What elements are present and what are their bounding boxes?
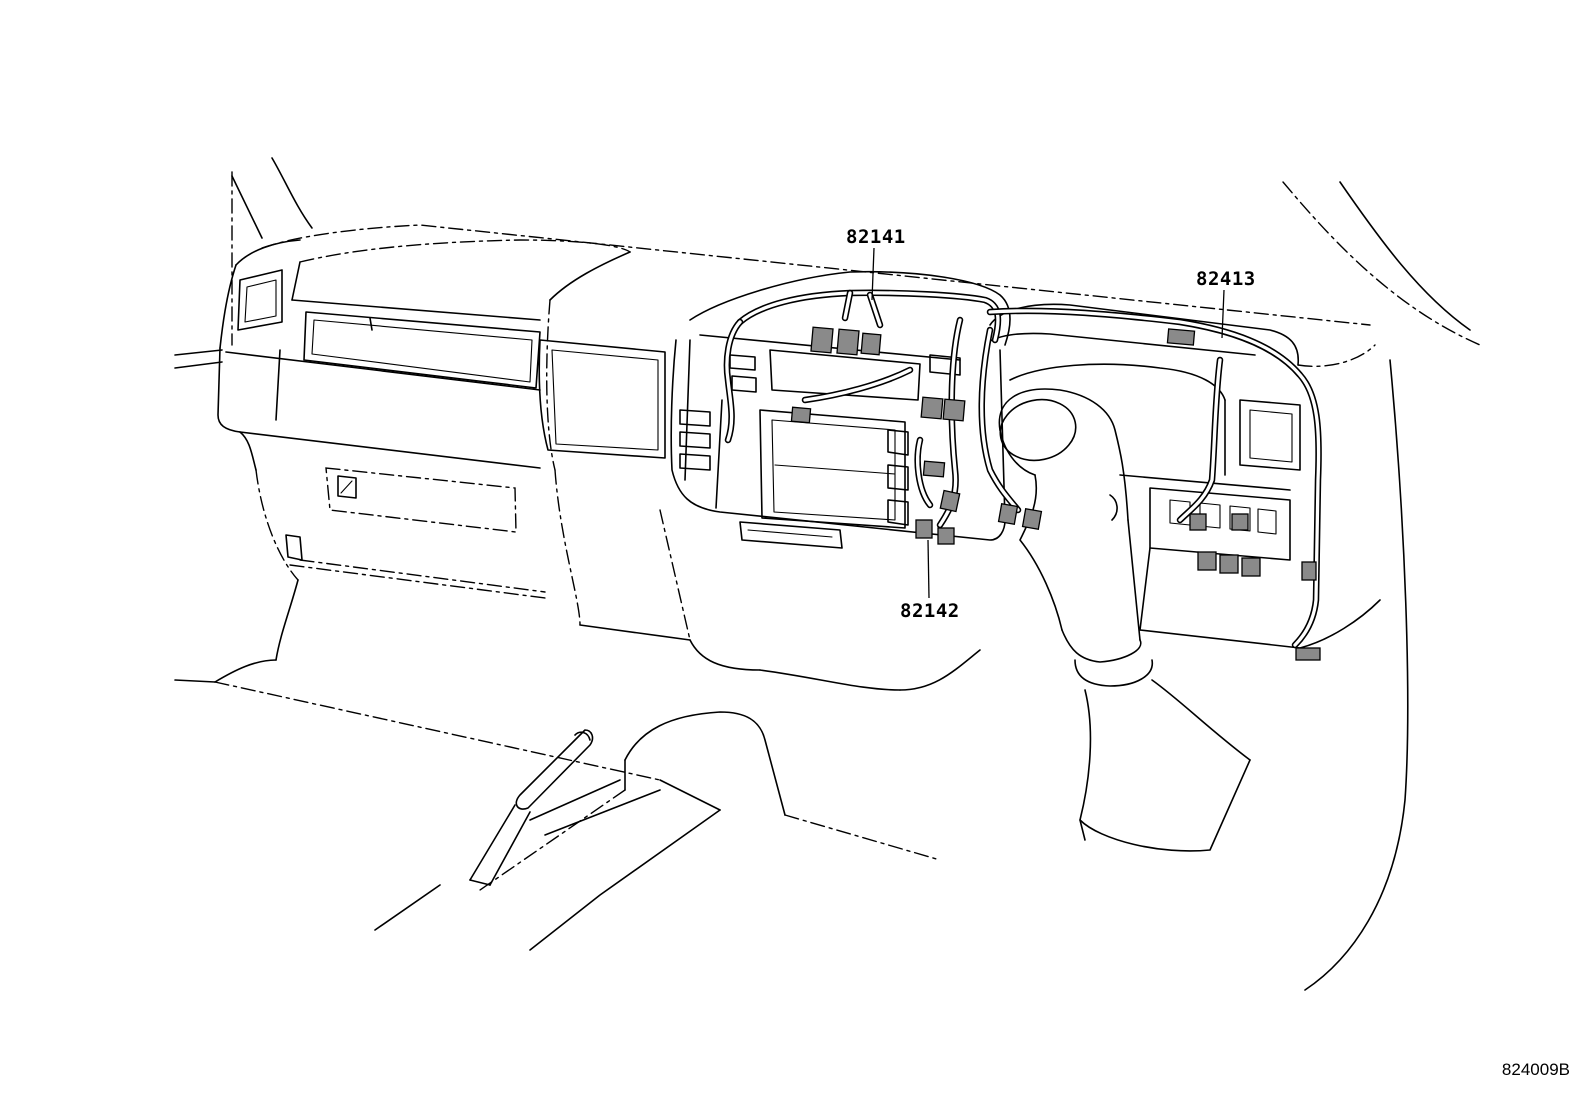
center-stack bbox=[538, 299, 981, 691]
callout-82141: 82141 bbox=[846, 226, 906, 248]
callout-leaders bbox=[871, 247, 1225, 599]
passenger-panel bbox=[217, 264, 541, 661]
glove-box-lower bbox=[285, 467, 546, 599]
steering-column bbox=[998, 388, 1251, 852]
left-air-vent bbox=[237, 269, 283, 331]
callout-82413: 82413 bbox=[1196, 268, 1256, 290]
leader-82413 bbox=[1221, 289, 1225, 339]
left-a-pillar bbox=[174, 157, 313, 369]
leader-82141 bbox=[871, 247, 875, 301]
leader-82142 bbox=[927, 539, 930, 599]
diagram-reference-code: 824009B bbox=[1502, 1060, 1570, 1079]
floor-console bbox=[174, 659, 941, 951]
dashboard-top bbox=[235, 224, 1371, 326]
connectors bbox=[790, 326, 1321, 661]
right-body-edges bbox=[1282, 181, 1481, 991]
callout-82142: 82142 bbox=[900, 600, 960, 622]
